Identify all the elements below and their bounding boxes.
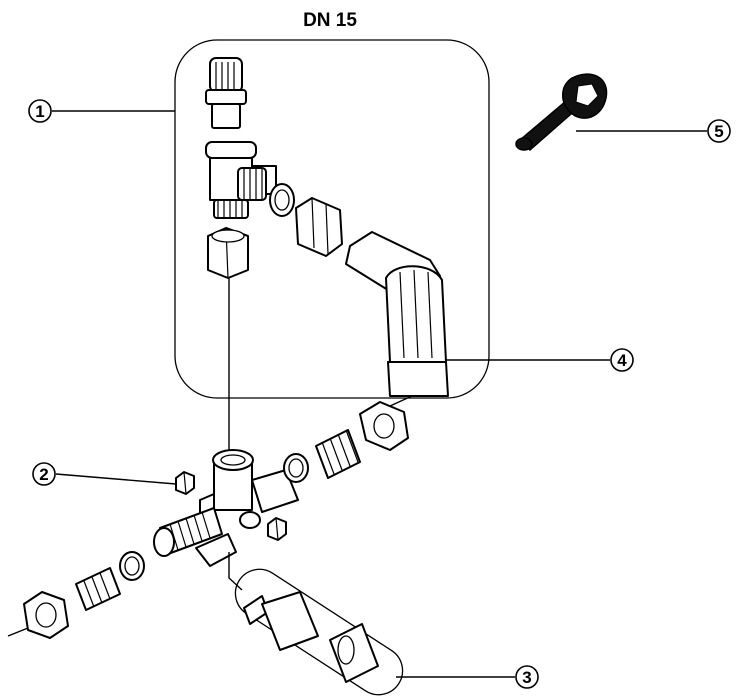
sensor-nut-small-lower: [239, 511, 287, 541]
callout-5-number: 5: [714, 122, 723, 141]
callout-3-number: 3: [522, 668, 531, 687]
axis-line-box3: [228, 552, 243, 591]
callout-2: 2: [32, 462, 177, 486]
callout-1: 1: [28, 99, 175, 123]
sensor-nut-small: [175, 471, 195, 495]
union-nut-left: [23, 591, 69, 639]
filter-cartridge-box: [234, 568, 404, 696]
threaded-nipple-upper: [237, 167, 267, 201]
callout-1-number: 1: [35, 102, 44, 121]
union-nut-upper: [295, 197, 343, 257]
lower-tee-body: [199, 449, 299, 521]
callout-5: 5: [576, 119, 731, 143]
callout-2-number: 2: [39, 465, 48, 484]
callout-4-number: 4: [617, 351, 627, 370]
threaded-nipple-left: [75, 567, 121, 611]
hex-nut-upper: [207, 227, 249, 279]
valve-cap-part: [205, 57, 247, 129]
wrench-icon: [515, 73, 608, 152]
kit-outline-box: [174, 39, 490, 399]
elbow-fitting-part: [345, 231, 449, 397]
union-nut-right: [359, 401, 409, 451]
callout-4: 4: [446, 348, 634, 372]
threaded-nipple-right: [315, 429, 361, 479]
diagram-title: DN 15: [303, 10, 357, 31]
callout-3: 3: [396, 665, 539, 689]
threaded-hose-part: [153, 507, 237, 567]
